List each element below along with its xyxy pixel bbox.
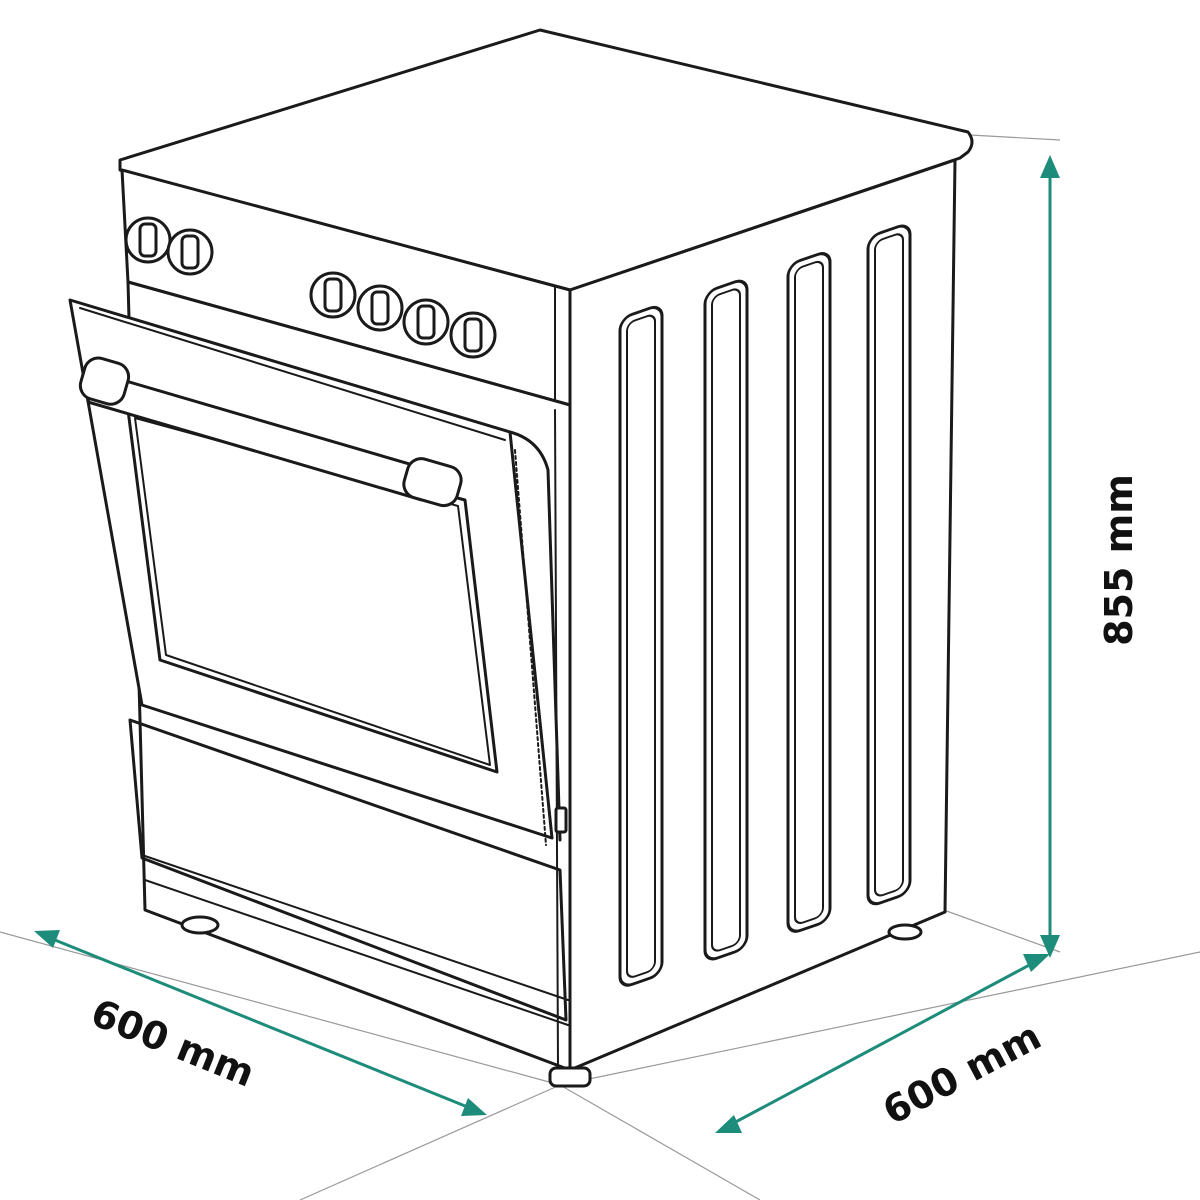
floor-guides	[0, 134, 1200, 1200]
height-label: 855 mm	[1097, 474, 1141, 646]
width-arrow-right	[461, 1098, 487, 1116]
control-knob-icon	[309, 271, 357, 319]
control-knob-icon	[449, 311, 497, 359]
control-knobs	[124, 216, 497, 359]
cooker-feet	[180, 915, 923, 1088]
height-dimension: 855 mm	[1040, 155, 1141, 958]
control-knob-icon	[166, 228, 214, 276]
depth-dimension-line	[728, 960, 1037, 1127]
side-ribs	[618, 224, 912, 987]
width-dimension-line	[48, 936, 472, 1110]
storage-drawer	[128, 718, 568, 1022]
control-knob-icon	[124, 216, 172, 264]
control-knob-icon	[402, 298, 450, 346]
height-arrow-top	[1040, 155, 1060, 178]
oven-door	[68, 298, 568, 846]
width-label: 600 mm	[85, 990, 261, 1095]
depth-arrow-left	[715, 1115, 742, 1133]
control-knob-icon	[356, 284, 404, 332]
height-arrow-bottom	[1040, 935, 1060, 958]
width-arrow-left	[34, 930, 60, 948]
depth-arrow-right	[1023, 954, 1050, 972]
door-handle	[78, 356, 463, 508]
